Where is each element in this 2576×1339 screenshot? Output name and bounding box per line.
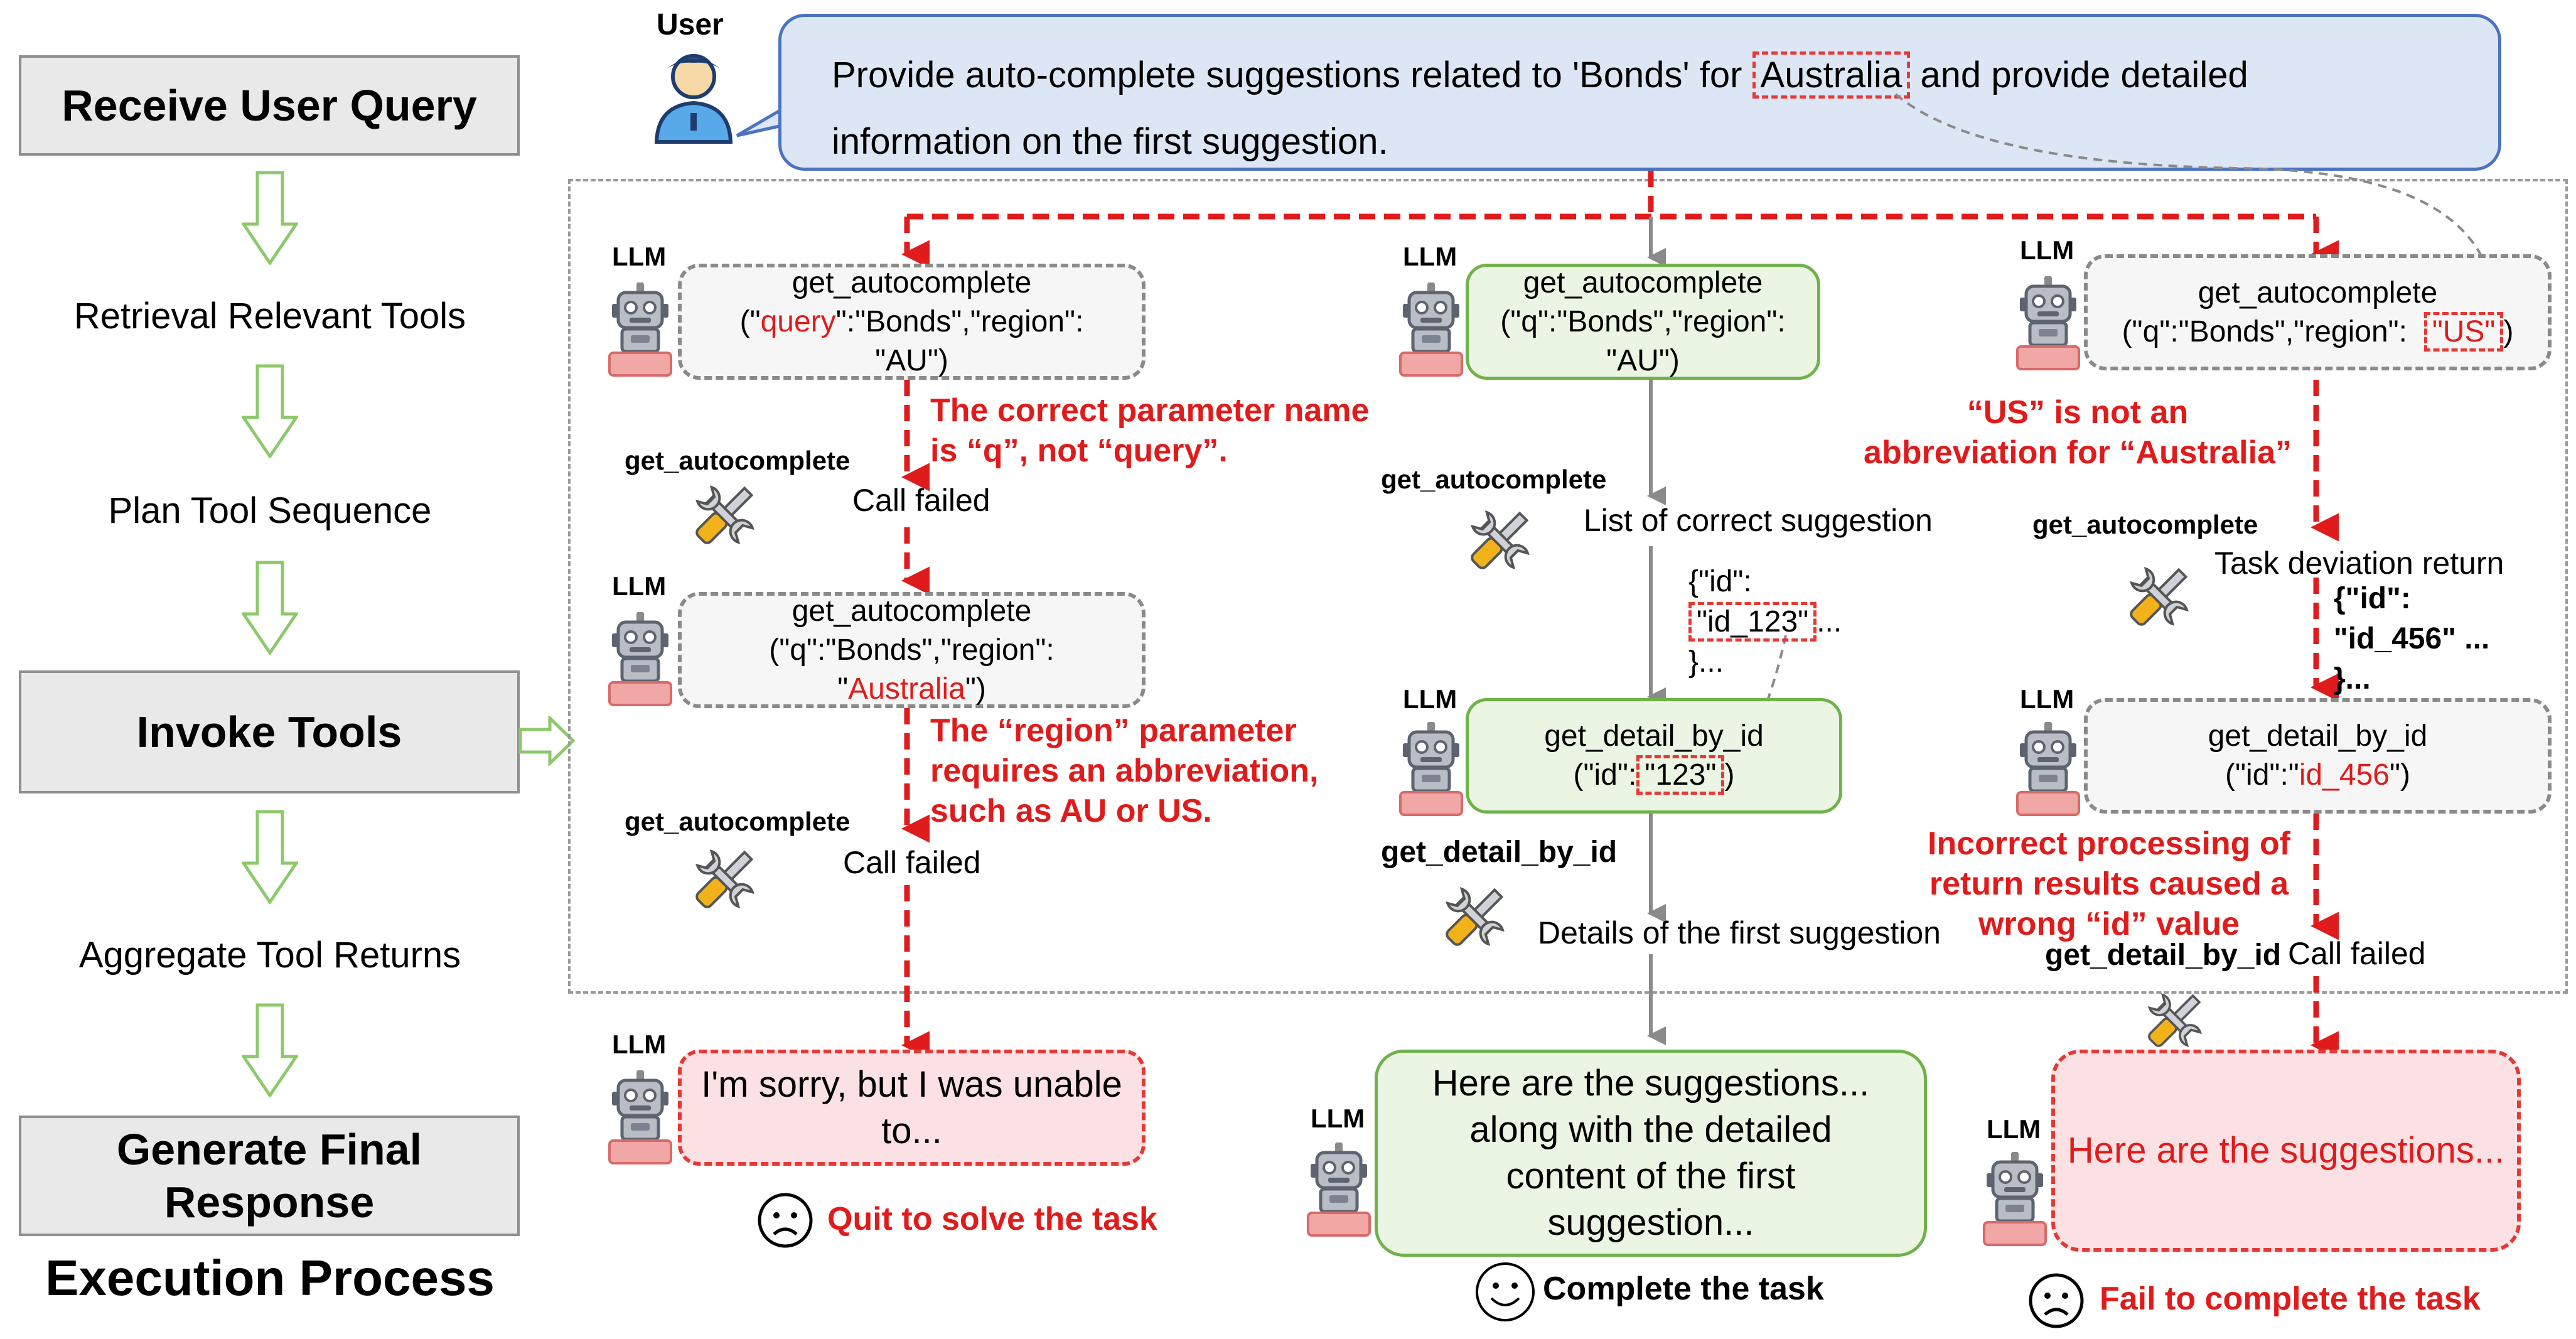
left-outcome: Quit to solve the task: [827, 1201, 1157, 1237]
middle-outcome: Complete the task: [1543, 1271, 1824, 1307]
right-outcome: Fail to complete the task: [2100, 1281, 2481, 1317]
llm-label: LLM: [1987, 1114, 2041, 1144]
right-call1-box: get_autocomplete ("q":"Bonds","region": …: [2084, 254, 2552, 370]
right-json-return: {"id": "id_456" ... }...: [2334, 582, 2490, 696]
step-aggregate-tool-returns: Aggregate Tool Returns: [78, 935, 461, 976]
sad-face-icon: [758, 1193, 813, 1248]
left-call2-args: "Australia"): [837, 672, 986, 706]
llm-label: LLM: [612, 242, 667, 271]
wrench-screwdriver-icon: [687, 477, 763, 552]
user-query-box: Provide auto-complete suggestions relate…: [778, 14, 2501, 171]
middle-final-response: Here are the suggestions... along with t…: [1375, 1050, 1927, 1257]
green-right-arrow-icon: [518, 716, 575, 766]
user-icon: [654, 54, 733, 144]
middle-json-return: {"id": "id_123"... }...: [1688, 565, 1842, 679]
middle-call2-args: ("id":"123"): [1574, 755, 1734, 795]
sad-face-icon: [2029, 1273, 2084, 1328]
robot-icon: [1980, 1152, 2049, 1246]
robot-icon: [1397, 722, 1466, 816]
llm-label: LLM: [2020, 235, 2074, 265]
llm-label: LLM: [612, 571, 667, 601]
wrench-screwdriver-icon: [2140, 986, 2209, 1055]
left-annotation-2: The “region” parameter requires an abbre…: [930, 713, 1319, 829]
left-annotation-1: The correct parameter name is “q”, not “…: [930, 392, 1370, 469]
left-tool2-label: get_autocomplete: [625, 807, 851, 836]
robot-icon: [606, 612, 675, 706]
left-final-response: I'm sorry, but I was unable to...: [678, 1050, 1146, 1166]
robot-icon: [1397, 282, 1466, 377]
wrench-screwdriver-icon: [1462, 502, 1538, 578]
middle-tool2-label: get_detail_by_id: [1381, 836, 1618, 869]
left-call1-param: query: [760, 304, 836, 338]
step-invoke-tools: Invoke Tools: [19, 670, 520, 793]
happy-face-icon: [1476, 1262, 1535, 1321]
user-label: User: [657, 8, 724, 41]
green-down-arrow-icon: [242, 810, 298, 904]
llm-label: LLM: [612, 1030, 667, 1059]
middle-call2-id-highlight: "123": [1636, 755, 1725, 795]
wrench-screwdriver-icon: [2122, 559, 2197, 634]
llm-label: LLM: [2020, 684, 2074, 714]
green-down-arrow-icon: [242, 561, 298, 655]
llm-label: LLM: [1403, 242, 1457, 271]
left-tool1-label: get_autocomplete: [625, 446, 851, 475]
left-result2: Call failed: [843, 845, 981, 880]
middle-result2: Details of the first suggestion: [1538, 915, 1941, 950]
right-tool1-label: get_autocomplete: [2032, 510, 2258, 539]
right-call2-args: ("id":"id_456"): [2225, 758, 2410, 792]
right-call1-args: ("q":"Bonds","region": "US"): [2122, 311, 2513, 352]
right-annotation-1: “US” is not an abbreviation for “Austral…: [1864, 394, 2292, 471]
left-call2-box: get_autocomplete ("q":"Bonds","region": …: [678, 592, 1146, 708]
left-call1-args: ("query":"Bonds","region":: [739, 304, 1084, 338]
left-result1: Call failed: [852, 483, 990, 518]
llm-label: LLM: [1403, 684, 1457, 714]
left-call1-fn: get_autocomplete: [792, 266, 1032, 299]
right-result2: Call failed: [2288, 936, 2426, 971]
green-down-arrow-icon: [242, 171, 298, 265]
step-generate-final-response: Generate Final Response: [19, 1116, 520, 1236]
wrench-screwdriver-icon: [1437, 879, 1513, 954]
left-call1-args2: "AU"): [875, 343, 948, 377]
wrench-screwdriver-icon: [687, 841, 763, 917]
left-call2-value: Australia: [848, 672, 965, 706]
right-call2-box: get_detail_by_id ("id":"id_456"): [2084, 698, 2552, 814]
right-call1-value: "US": [2423, 311, 2504, 352]
green-down-arrow-icon: [242, 364, 298, 458]
user-query-line1: Provide auto-complete suggestions relate…: [832, 42, 2498, 109]
query-highlight-australia: Australia: [1752, 51, 1911, 99]
speech-tail: [736, 107, 783, 137]
right-final-response: Here are the suggestions...: [2051, 1050, 2521, 1252]
robot-icon: [606, 282, 675, 377]
middle-result1: List of correct suggestion: [1584, 503, 1933, 538]
robot-icon: [606, 1070, 675, 1164]
middle-tool1-label: get_autocomplete: [1381, 465, 1607, 494]
robot-icon: [2014, 276, 2083, 370]
left-call1-box: get_autocomplete ("query":"Bonds","regio…: [678, 264, 1146, 380]
middle-call2-box: get_detail_by_id ("id":"123"): [1466, 698, 1842, 814]
middle-json-id-highlight: "id_123": [1688, 602, 1817, 642]
step-retrieval-relevant-tools: Retrieval Relevant Tools: [73, 296, 466, 336]
robot-icon: [1304, 1143, 1373, 1237]
step-receive-user-query: Receive User Query: [19, 55, 520, 156]
right-tool2-label: get_detail_by_id: [2045, 938, 2282, 972]
right-call2-value: id_456: [2299, 758, 2390, 792]
step-plan-tool-sequence: Plan Tool Sequence: [108, 490, 432, 531]
right-annotation-2: Incorrect processing of return results c…: [1928, 825, 2290, 942]
middle-call1-box: get_autocomplete ("q":"Bonds","region": …: [1466, 264, 1820, 380]
execution-process-caption: Execution Process: [45, 1250, 495, 1306]
llm-label: LLM: [1311, 1104, 1365, 1133]
user-query-line2: information on the first suggestion.: [832, 121, 1388, 162]
invoke-tools-region: [568, 179, 2568, 994]
green-down-arrow-icon: [242, 1003, 298, 1097]
right-result1: Task deviation return: [2214, 546, 2504, 581]
robot-icon: [2014, 722, 2083, 816]
